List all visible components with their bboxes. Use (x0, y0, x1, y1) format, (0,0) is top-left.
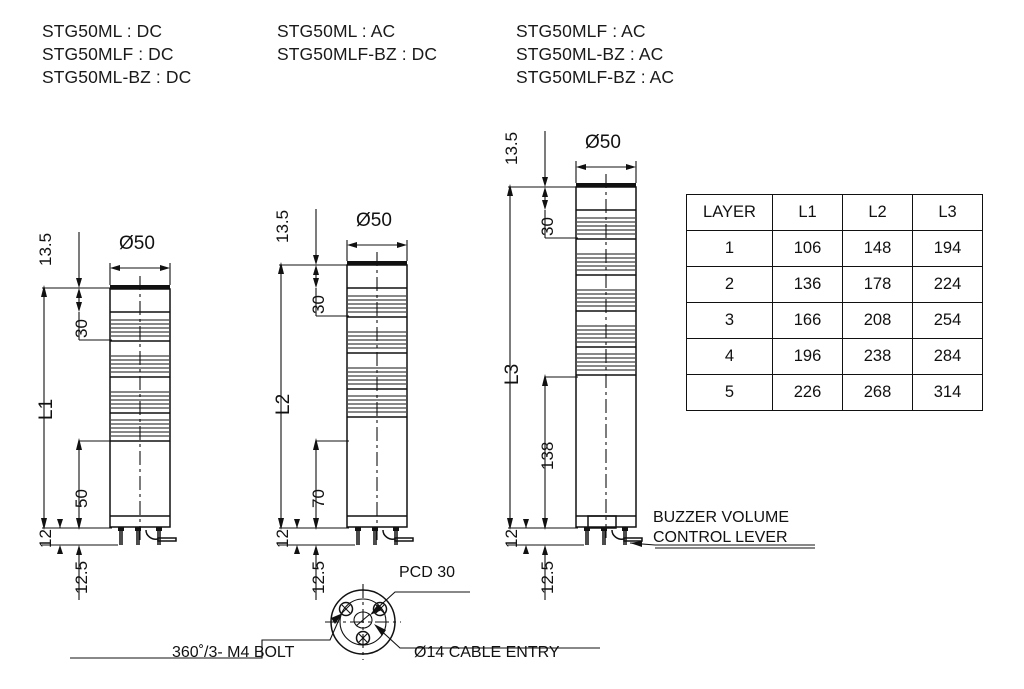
view-l2-dim-diameter (346, 240, 408, 261)
cell-l1: 106 (772, 230, 843, 267)
cell-l2: 178 (842, 266, 913, 303)
view-l3-dim-12 (508, 519, 584, 554)
view-l3-dim-138 (542, 374, 578, 530)
model-name: STG50ML : AC (277, 21, 396, 41)
table-row: 3 166 208 254 (686, 302, 983, 339)
cell-l1: 196 (772, 338, 843, 375)
pcd-callout: PCD 30 (399, 564, 456, 581)
base-bottom-view (70, 584, 600, 660)
table-header-row: LAYER L1 L2 L3 (686, 194, 983, 231)
view-l1-tower (109, 276, 177, 545)
cell-l3: 314 (912, 374, 983, 411)
cable-entry-callout: Ø14 CABLE ENTRY (414, 644, 560, 661)
dim-label-30-l3: 30 (538, 217, 557, 236)
buzzer-volume-callout: BUZZER VOLUME CONTROL LEVER (653, 508, 789, 548)
model-group-left: STG50ML : DC STG50MLF : DC STG50ML-BZ : … (42, 20, 191, 89)
cell-l1: 226 (772, 374, 843, 411)
dim-label-70-l2: 70 (309, 489, 328, 508)
view-l1-dim-50 (76, 438, 112, 530)
model-name: STG50MLF-BZ : DC (277, 44, 438, 64)
model-group-right: STG50MLF : AC STG50ML-BZ : AC STG50MLF-B… (516, 20, 674, 89)
table-row: 4 196 238 284 (686, 338, 983, 375)
model-group-center: STG50ML : AC STG50MLF-BZ : DC (277, 20, 437, 66)
model-name: STG50MLF : AC (516, 21, 646, 41)
dim-label-13_5-l3: 13.5 (502, 131, 521, 165)
cell-l2: 148 (842, 230, 913, 267)
cell-l1: 136 (772, 266, 843, 303)
dim-label-138-l3: 138 (538, 441, 557, 470)
view-l1-dim-overall (41, 285, 47, 530)
cell-l3: 194 (912, 230, 983, 267)
cell-layer: 4 (686, 338, 773, 375)
cell-layer: 1 (686, 230, 773, 267)
view-l2-dim-12_5 (313, 545, 319, 600)
dim-label-12-l3: 12 (502, 529, 521, 548)
view-l1-dim-12_5 (76, 545, 82, 600)
layer-length-table: LAYER L1 L2 L3 1 106 148 194 2 136 178 2… (686, 194, 983, 411)
buzzer-callout-line2: CONTROL LEVER (653, 529, 788, 546)
dim-label-30-l2: 30 (309, 295, 328, 314)
dim-label-diameter-l2: Ø50 (356, 210, 392, 231)
bolt-callout: 360˚/3- M4 BOLT (172, 644, 295, 661)
view-l1-dim-30 (76, 287, 112, 341)
view-l3-dim-12_5 (542, 545, 548, 600)
table-row: 2 136 178 224 (686, 266, 983, 303)
dim-label-overall-l3: L3 (502, 363, 523, 385)
model-name: STG50ML : DC (42, 21, 163, 41)
view-l3-tower (575, 174, 815, 547)
view-l3-dim-diameter (575, 161, 637, 183)
dim-label-overall-l1: L1 (36, 398, 57, 420)
dim-label-diameter-l1: Ø50 (119, 233, 155, 254)
buzzer-callout-line1: BUZZER VOLUME (653, 509, 790, 526)
view-l2-dim-overall (278, 262, 284, 530)
cell-layer: 2 (686, 266, 773, 303)
cell-layer: 3 (686, 302, 773, 339)
cell-l2: 238 (842, 338, 913, 375)
cell-l3: 224 (912, 266, 983, 303)
view-l3-dim-30 (542, 186, 578, 239)
cell-l1: 166 (772, 302, 843, 339)
table-header-layer: LAYER (686, 194, 773, 231)
dim-label-overall-l2: L2 (273, 393, 294, 415)
dim-label-30-l1: 30 (72, 319, 91, 338)
dim-label-13_5-l2: 13.5 (273, 209, 292, 243)
model-name: STG50ML-BZ : AC (516, 44, 664, 64)
dim-label-12_5-l3: 12.5 (538, 560, 557, 594)
view-l1-dim-diameter (109, 263, 171, 285)
dim-label-12_5-l2: 12.5 (309, 560, 328, 594)
table-header-l2: L2 (842, 194, 913, 231)
view-l3-dim-overall (507, 184, 513, 530)
table-row: 5 226 268 314 (686, 374, 983, 411)
view-l2-tower (346, 252, 414, 545)
table-header-l3: L3 (912, 194, 983, 231)
view-l2-dim-12 (279, 519, 355, 554)
dim-label-12-l2: 12 (273, 529, 292, 548)
model-name: STG50MLF-BZ : AC (516, 67, 675, 87)
dim-label-12-l1: 12 (36, 529, 55, 548)
cell-layer: 5 (686, 374, 773, 411)
table-row: 1 106 148 194 (686, 230, 983, 267)
table-header-l1: L1 (772, 194, 843, 231)
view-l2-dim-30 (313, 264, 349, 317)
dim-label-12_5-l1: 12.5 (72, 560, 91, 594)
dim-label-50-l1: 50 (72, 489, 91, 508)
model-name: STG50MLF : DC (42, 44, 174, 64)
cell-l2: 208 (842, 302, 913, 339)
dim-label-13_5-l1: 13.5 (36, 232, 55, 266)
cell-l3: 254 (912, 302, 983, 339)
view-l1-dim-12 (42, 519, 118, 554)
cell-l3: 284 (912, 338, 983, 375)
model-name: STG50ML-BZ : DC (42, 67, 192, 87)
view-l2-dim-70 (313, 438, 349, 530)
dim-label-diameter-l3: Ø50 (585, 132, 621, 153)
cell-l2: 268 (842, 374, 913, 411)
